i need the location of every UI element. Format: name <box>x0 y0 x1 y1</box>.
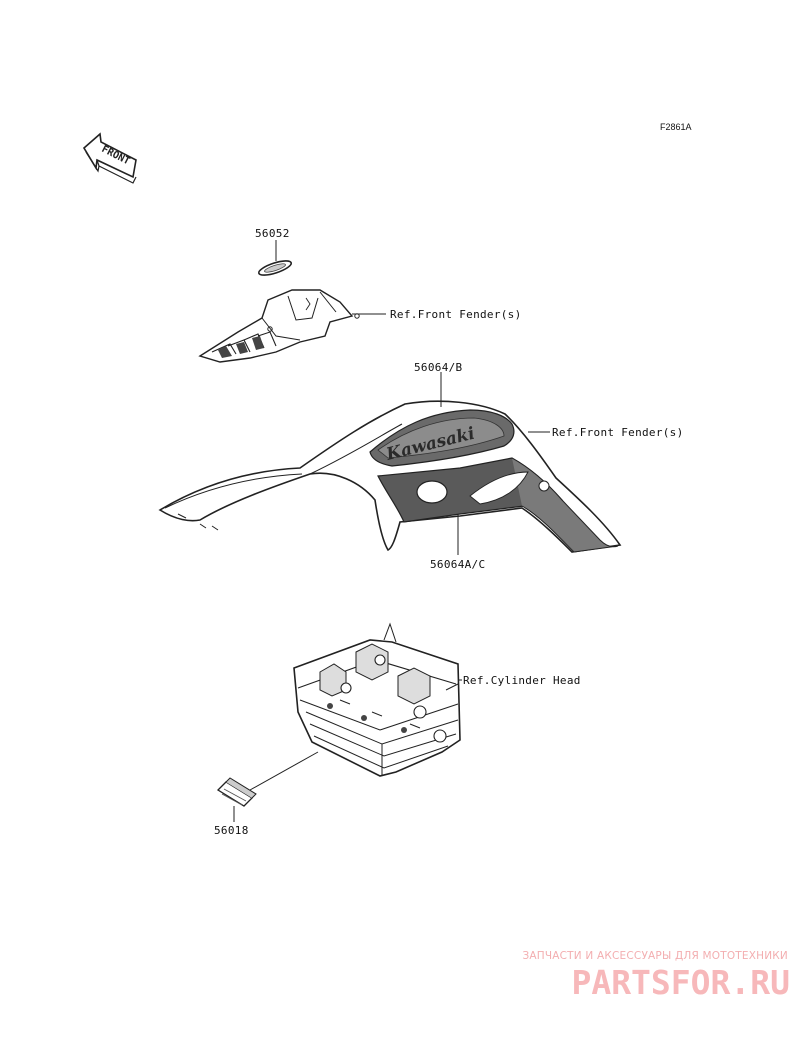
cylinder-head-part <box>293 622 461 777</box>
front-fender-main-part: Kawasaki <box>158 400 622 553</box>
watermark-logo: PARTSFOR.RU <box>571 963 790 1002</box>
label-56018: 56018 <box>214 824 249 837</box>
label-ref-cylinder-head: Ref.Cylinder Head <box>463 674 581 687</box>
front-fender-upper-part <box>198 289 360 363</box>
label-ref-fender-2: Ref.Front Fender(s) <box>552 426 684 439</box>
watermark-tagline: ЗАПЧАСТИ И АКСЕССУАРЫ ДЛЯ МОТОТЕХНИКИ <box>522 950 788 962</box>
label-56064b: 56064/B <box>414 361 463 374</box>
front-direction-arrow-icon: FRONT <box>82 132 137 184</box>
label-plate-56018 <box>216 777 257 807</box>
leader-56018-to-head <box>249 751 319 791</box>
emblem-56052 <box>257 260 293 276</box>
label-56052: 56052 <box>255 227 290 240</box>
label-56064ac: 56064A/C <box>430 558 485 571</box>
label-ref-fender-1: Ref.Front Fender(s) <box>390 308 522 321</box>
figure-code: F2861A <box>660 122 692 132</box>
